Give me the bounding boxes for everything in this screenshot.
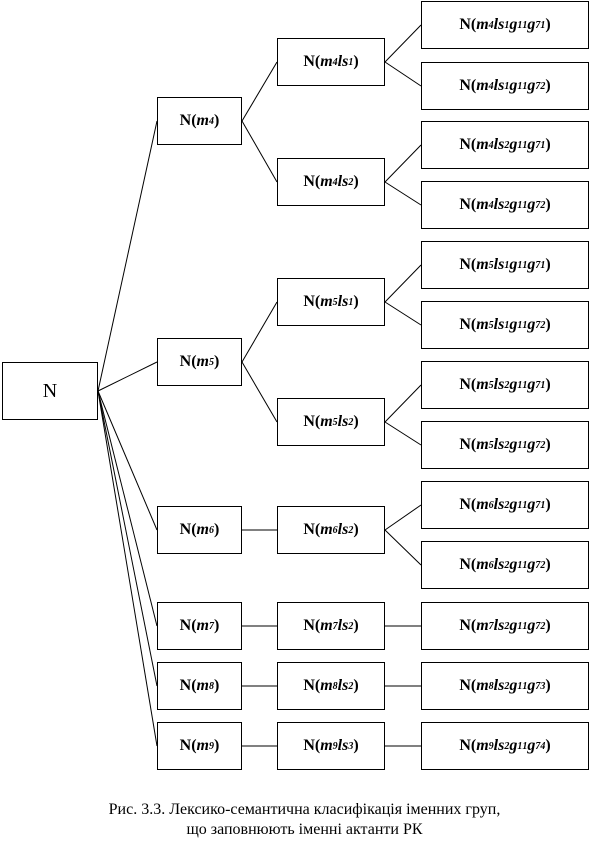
caption-line-2: що заповнюють іменні актанти РК [186,821,423,838]
connector-root-m4 [97,120,158,392]
connector-m4-m4ls1 [241,61,278,122]
connector-m4-m4ls2 [241,120,278,183]
connector-m5-m5ls1 [241,301,278,363]
tree-diagram [97,24,422,747]
connector-m6ls2-l9 [384,504,422,531]
connector-m5ls2-l7 [384,384,422,423]
connector-m6ls2-l10 [384,529,422,566]
figure-caption: Рис. 3.3. Лексико-семантична класифікаці… [0,800,609,840]
root-node-N: N [2,362,98,420]
connector-m4ls1-l2 [384,61,422,87]
connector-m4ls2-l4 [384,181,422,206]
connector-m4ls1-l1 [384,24,422,63]
connector-m5-m5ls2 [241,361,278,423]
connector-lines [97,24,422,747]
caption-line-1: Рис. 3.3. Лексико-семантична класифікаці… [108,801,501,818]
connector-root-m9 [97,390,158,747]
connector-root-m7 [97,390,158,627]
connector-root-m8 [97,390,158,687]
connector-root-m6 [97,390,158,531]
connector-m5ls2-l8 [384,421,422,446]
connector-m5ls1-l6 [384,301,422,326]
connector-m5ls1-l5 [384,264,422,303]
connector-m4ls2-l3 [384,144,422,183]
connector-root-m5 [97,361,158,392]
